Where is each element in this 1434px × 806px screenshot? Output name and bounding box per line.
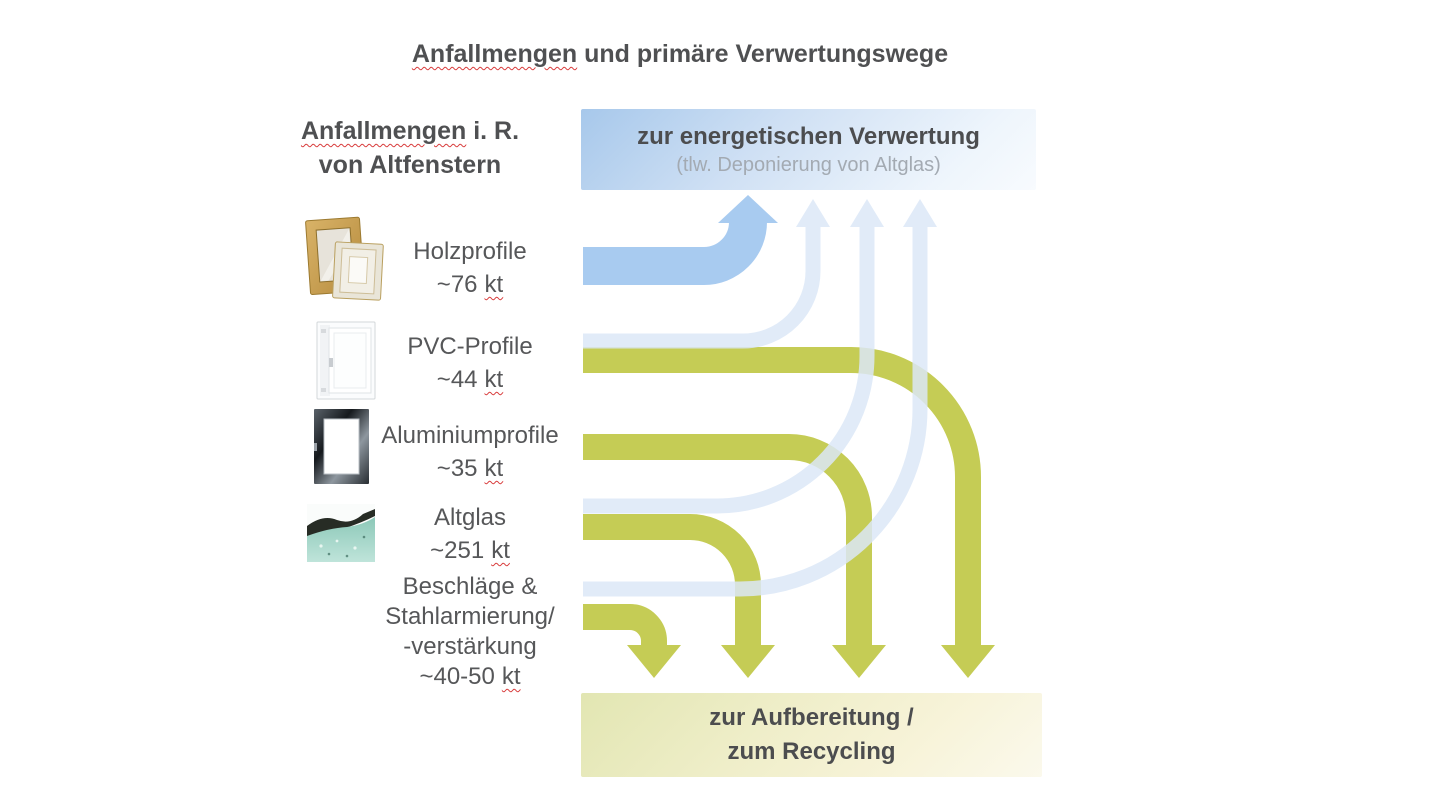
recycling-box-title-line1: zur Aufbereitung / — [709, 704, 914, 731]
flow-holz-energy-arrow — [583, 195, 778, 285]
material-amount: ~35 — [436, 455, 478, 482]
material-name-line3: -verstärkung — [403, 633, 537, 660]
material-amount: ~76 — [436, 271, 478, 298]
material-name-line2: Stahlarmierung/ — [385, 603, 555, 630]
flow-altglas-energy-arrow — [583, 199, 884, 514]
material-name-line1: Beschläge & — [402, 573, 538, 600]
material-unit: kt — [484, 271, 504, 298]
material-name: PVC-Profile — [407, 333, 533, 360]
flow-aluminium-recycling-arrow — [583, 434, 886, 678]
material-unit: kt — [484, 455, 504, 482]
page-title-underlined: Anfallmengen — [411, 40, 578, 68]
flow-pvc-energy-arrow — [583, 199, 830, 349]
material-name: Holzprofile — [413, 238, 527, 265]
material-name: Aluminiumprofile — [381, 422, 559, 449]
material-amount: ~44 — [436, 366, 478, 393]
glass-cullet-image — [307, 504, 375, 562]
material-unit: kt — [484, 366, 504, 393]
aluminium-window-image — [314, 409, 369, 484]
wood-windows-image — [305, 216, 384, 301]
pvc-window-image — [316, 321, 376, 400]
recycling-box-title-line2: zum Recycling — [727, 738, 896, 765]
energy-box-subtitle: (tlw. Deponierung von Altglas) — [676, 153, 941, 176]
energy-box-title: zur energetischen Verwertung — [637, 122, 980, 150]
page-title-rest: und primäre Verwertungswege — [577, 40, 949, 68]
recycling-box: zur Aufbereitung / zum Recycling — [581, 693, 1042, 777]
flow-beschlaege-recycling-arrow — [583, 604, 681, 678]
left-column-heading: Anfallmengen i. R. von Altfenstern — [275, 114, 545, 182]
material-amount: ~40-50 — [419, 663, 495, 690]
energy-recovery-box: zur energetischen Verwertung (tlw. Depon… — [581, 109, 1036, 190]
flow-altglas-recycling-arrow — [583, 514, 775, 678]
material-name: Altglas — [433, 504, 507, 531]
page-title: Anfallmengen und primäre Verwertungswege — [360, 40, 1000, 69]
material-unit: kt — [501, 663, 521, 690]
left-heading-line1: Anfallmengen i. R. — [300, 117, 520, 145]
material-amount: ~251 — [430, 537, 485, 564]
material-unit: kt — [491, 537, 510, 564]
left-heading-line2: von Altfenstern — [318, 151, 502, 179]
flow-beschlaege-energy-arrow — [583, 199, 937, 597]
material-label-beschlaege: Beschläge & Stahlarmierung/ -verstärkung… — [355, 572, 585, 692]
